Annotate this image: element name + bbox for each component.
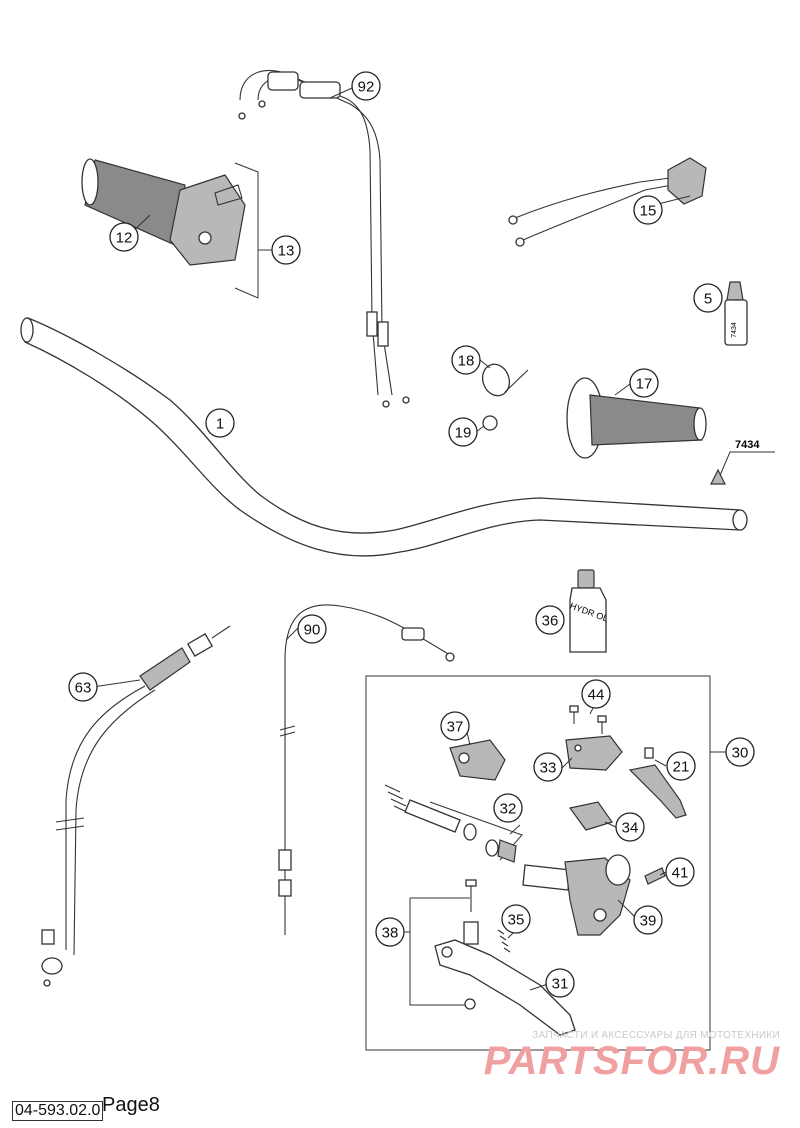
svg-text:19: 19 [455,425,472,442]
callout-90: 90 [297,614,327,644]
callout-41: 41 [665,857,695,887]
callout-31: 31 [545,968,575,998]
callout-18: 18 [451,345,481,375]
throttle-grip [81,158,186,246]
callout-39: 39 [633,905,663,935]
nut [482,415,498,431]
piston-kit [384,784,523,863]
svg-text:44: 44 [588,687,605,704]
callout-38: 38 [375,917,405,947]
kill-switch [508,157,707,247]
svg-text:21: 21 [673,759,690,776]
watermark-subtitle: ЗАПЧАСТИ И АКСЕССУАРЫ ДЛЯ МОТОТЕХНИКИ [532,1030,780,1041]
callout-34: 34 [615,812,645,842]
svg-text:12: 12 [116,230,133,247]
adjust-screw [644,867,666,885]
glue-tube: 7434 [724,281,748,346]
diaphragm-cover [565,735,623,771]
watermark: ЗАПЧАСТИ И АКСЕССУАРЫ ДЛЯ МОТОТЕХНИКИ PA… [484,1030,780,1081]
callout-1: 1 [205,408,235,438]
callout-12: 12 [109,222,139,252]
svg-text:92: 92 [358,79,375,96]
diagram-code: 04-593.02.0 [12,1101,104,1121]
lever-adjuster [628,747,687,819]
hot-start-cable [41,625,231,987]
svg-text:38: 38 [382,925,399,942]
callout-33: 33 [533,752,563,782]
svg-text:33: 33 [540,760,557,777]
svg-text:39: 39 [640,913,657,930]
svg-text:5: 5 [704,291,712,308]
cable-tie [481,363,529,397]
cover-screws [569,705,607,734]
callout-15: 15 [633,195,663,225]
part-7434-label: 7434 [735,439,760,451]
svg-text:32: 32 [500,801,517,818]
svg-text:35: 35 [508,912,525,929]
svg-text:18: 18 [458,353,475,370]
reservoir-cover [449,739,506,781]
callout-92: 92 [351,71,381,101]
svg-text:34: 34 [622,820,639,837]
throttle-housing [169,162,259,299]
svg-text:63: 63 [75,680,92,697]
handlebar [20,317,748,557]
clutch-cable [278,604,455,935]
master-cylinder-assembly [365,675,727,1051]
svg-text:17: 17 [636,376,653,393]
throttle-cables [238,70,410,408]
hydraulic-oil-bottle: HYDR OL [569,569,610,653]
svg-text:36: 36 [542,613,559,630]
master-cylinder-body [522,854,631,936]
callout-30: 30 [725,737,755,767]
callout-63: 63 [68,672,98,702]
callout-37: 37 [440,711,470,741]
brake-lever [434,939,576,1036]
svg-text:30: 30 [732,745,749,762]
boot [568,801,613,831]
svg-text:90: 90 [304,622,321,639]
callout-13: 13 [271,235,301,265]
pivot-bolt-kit [409,879,479,1010]
callout-36: 36 [535,605,565,635]
tube-label: 7434 [731,322,738,338]
svg-text:13: 13 [278,243,295,260]
svg-text:41: 41 [672,865,689,882]
callout-32: 32 [493,793,523,823]
svg-text:31: 31 [552,976,569,993]
callout-21: 21 [666,751,696,781]
callout-19: 19 [448,417,478,447]
callout-35: 35 [501,904,531,934]
svg-text:15: 15 [640,203,657,220]
callout-44: 44 [581,679,611,709]
part-7434: 7434 [710,439,775,485]
svg-text:1: 1 [216,416,224,433]
spring [497,929,511,953]
watermark-brand: PARTSFOR.RU [483,1039,780,1083]
callout-17: 17 [629,368,659,398]
left-grip [566,377,707,459]
page-number: Page8 [102,1094,160,1116]
callout-5: 5 [693,283,723,313]
svg-text:37: 37 [447,719,464,736]
